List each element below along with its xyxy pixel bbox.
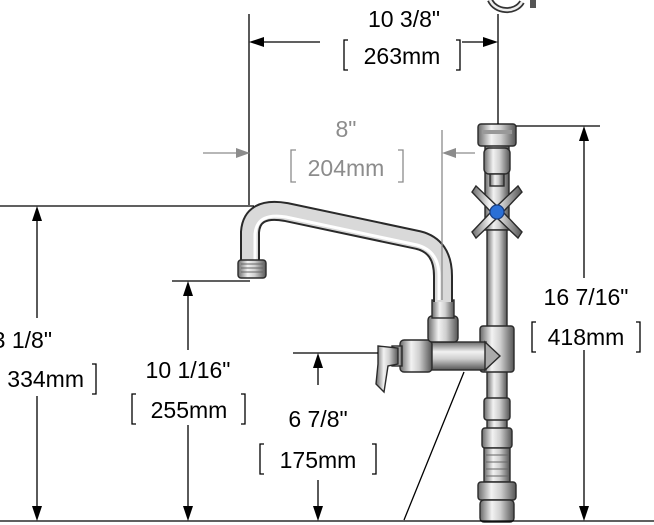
dim-spout-outlet-height-imperial: 10 1/16": [146, 357, 231, 383]
cross-handle-icon: [471, 184, 523, 240]
dim-handle-height: 6 7/8" 175mm: [259, 352, 378, 521]
faucet-illustration: [237, 0, 536, 523]
dim-spout-reach-inner-imperial: 8": [336, 116, 357, 142]
dim-spout-reach-inner: 8" 204mm: [203, 116, 475, 300]
dim-overall-height-left-metric: 334mm: [7, 366, 84, 392]
dim-overall-height-left: 13 1/8" 334mm: [0, 205, 254, 521]
dim-spout-reach-inner-metric: 204mm: [308, 155, 385, 181]
dim-spout-reach-top-metric: 263mm: [364, 43, 441, 69]
dim-overall-height-right-metric: 418mm: [548, 324, 625, 350]
dim-spout-reach-top: 10 3/8" 263mm: [248, 6, 499, 205]
dim-overall-height-left-imperial: 13 1/8": [0, 327, 52, 353]
dim-spout-outlet-height: 10 1/16" 255mm: [131, 280, 250, 521]
dim-handle-height-imperial: 6 7/8": [288, 406, 347, 432]
dim-overall-height-right: 16 7/16" 418mm: [516, 125, 641, 521]
dim-spout-outlet-height-metric: 255mm: [151, 397, 228, 423]
dim-overall-height-right-imperial: 16 7/16": [544, 284, 629, 310]
dim-handle-height-metric: 175mm: [280, 447, 357, 473]
dim-spout-reach-top-imperial: 10 3/8": [368, 6, 440, 32]
